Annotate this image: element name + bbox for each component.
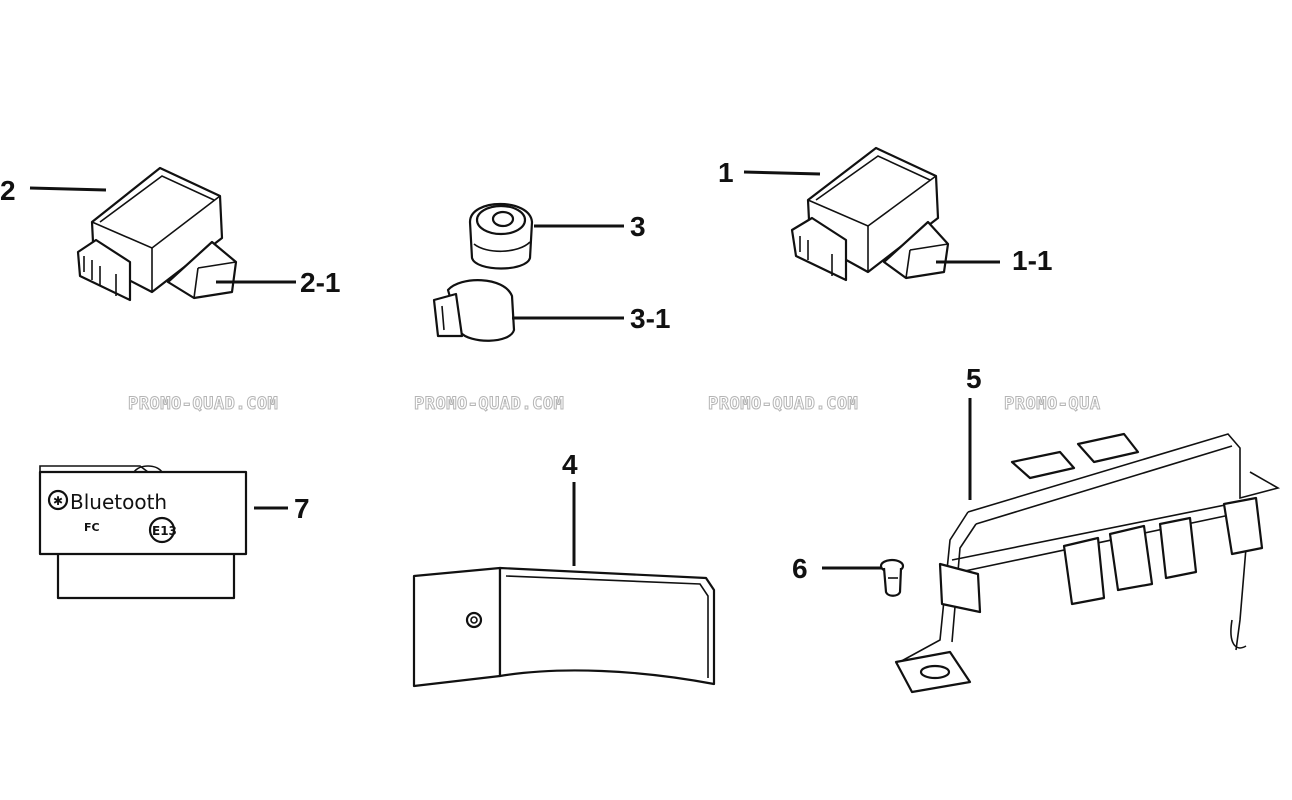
callout-1: 1 [718,157,734,188]
fcc-mark: FC [84,521,100,534]
callouts: 2 2-1 3 3-1 1 1-1 4 5 6 7 [0,157,1052,584]
e-mark: E13 [152,524,177,538]
part-2-1-connector [166,240,238,300]
callout-6: 6 [792,553,808,584]
svg-text:✱: ✱ [53,494,63,508]
callout-5: 5 [966,363,982,394]
part-4-bracket-cover [412,566,716,688]
callout-3-1: 3-1 [630,303,670,334]
watermark-text: PROMO-QUAD.COM [414,394,564,414]
watermark-text: PROMO-QUAD.COM [708,394,858,414]
part-6-bolt [879,558,905,597]
bluetooth-brand-text: Bluetooth [70,490,167,514]
part-5-mounting-bracket [894,432,1281,694]
leader-lines [29,170,1000,570]
callout-2: 2 [0,175,16,206]
part-1-1-connector [882,220,950,280]
part-3-rubber-cap [468,203,534,270]
watermark-text: PROMO-QUAD.COM [128,394,278,414]
callout-7: 7 [294,493,310,524]
callout-1-1: 1-1 [1012,245,1052,276]
callout-2-1: 2-1 [300,267,340,298]
callout-4: 4 [562,449,578,480]
callout-3: 3 [630,211,646,242]
part-3-1-connector-cap [432,279,516,342]
watermark-text: PROMO-QUA [1004,394,1101,414]
watermark: PROMO-QUAD.COM PROMO-QUAD.COM PROMO-QUAD… [128,394,1101,415]
part-7-bluetooth-module: ✱ Bluetooth FC E13 [38,465,248,600]
